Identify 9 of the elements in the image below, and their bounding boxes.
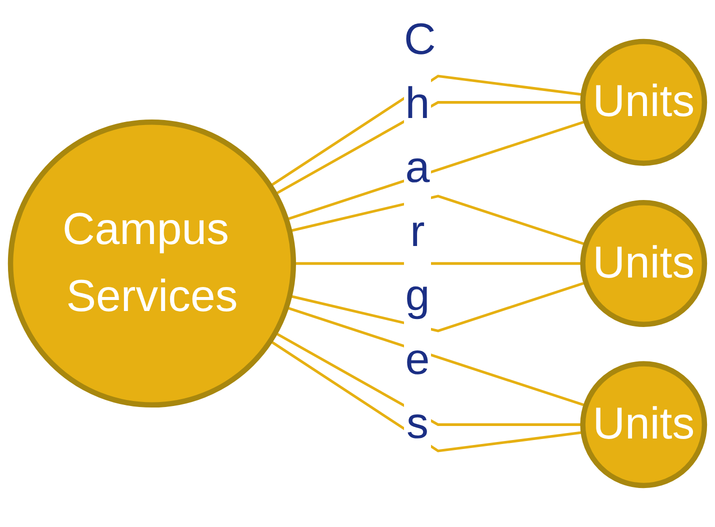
connector bbox=[270, 340, 584, 452]
node-circle: Units bbox=[580, 38, 708, 166]
node-circle: Units bbox=[580, 361, 708, 488]
connector bbox=[289, 194, 586, 246]
connector bbox=[270, 74, 584, 188]
node-circle: Units bbox=[580, 200, 708, 327]
node-circle: Campus Services bbox=[8, 119, 296, 408]
connector bbox=[289, 281, 586, 332]
connector bbox=[293, 262, 583, 265]
